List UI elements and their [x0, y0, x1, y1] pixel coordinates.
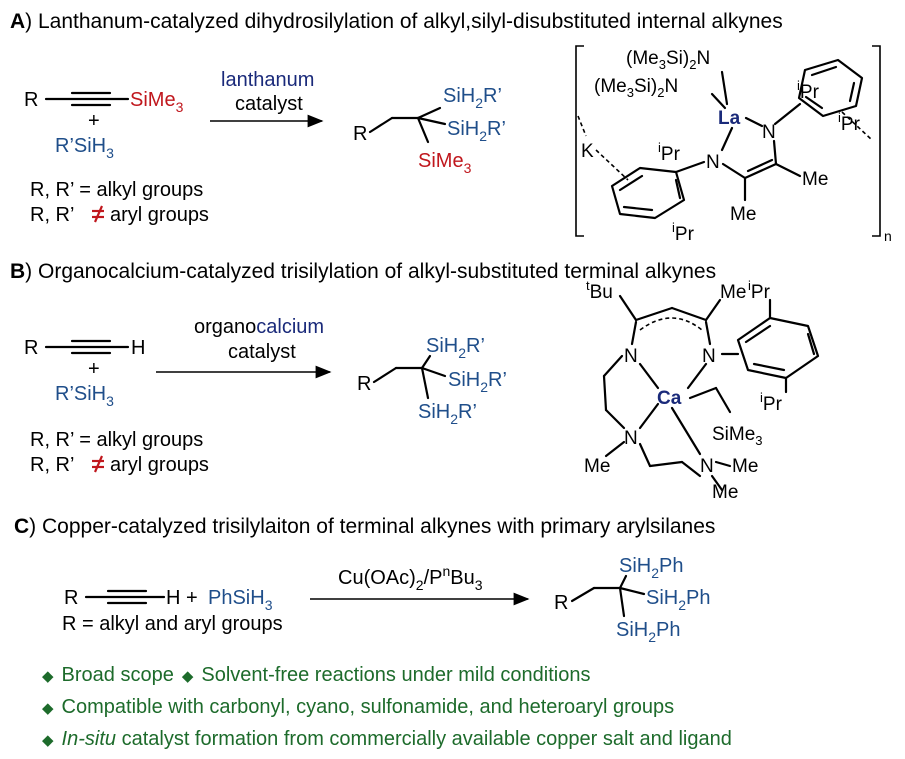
copper-catalyst-label: Cu(OAc)2/PnBu3 — [338, 563, 483, 593]
triple-bond-c — [84, 589, 166, 605]
advantage-1: ◆Broad scope◆Solvent-free reactions unde… — [42, 664, 590, 686]
svg-text:+: + — [88, 358, 100, 380]
advantage-3: ◆In-situ catalyst formation from commerc… — [42, 728, 732, 750]
panel-a-title: A) Lanthanum-catalyzed dihydrosilylation… — [10, 10, 783, 33]
svg-text:SiMe3: SiMe3 — [712, 424, 763, 448]
svg-text:Me: Me — [720, 282, 746, 303]
panel-b-letter: B — [10, 260, 25, 283]
potassium: K — [581, 141, 594, 162]
lanthanum-complex: n (Me3Si)2N (Me3Si)2N La iPr iPr N N — [575, 45, 892, 245]
panel-a: A) Lanthanum-catalyzed dihydrosilylation… — [10, 10, 892, 245]
svg-text:H: H — [131, 337, 145, 359]
amide-ligand-2: (Me3Si)2N — [594, 76, 678, 100]
svg-text:SiH2Ph: SiH2Ph — [619, 555, 684, 581]
svg-text:iPr: iPr — [658, 140, 681, 165]
svg-text:R: R — [24, 337, 38, 359]
svg-text:iPr: iPr — [748, 278, 771, 303]
not-applicable-icon — [92, 205, 104, 223]
bullet-icon: ◆ — [42, 668, 54, 685]
bullet-icon: ◆ — [42, 700, 54, 717]
calcium-center: Ca — [657, 388, 682, 409]
svg-text:R: R — [357, 373, 371, 395]
panel-c-title: C) Copper-catalyzed trisilylaiton of ter… — [14, 515, 715, 538]
panel-a-letter: A — [10, 10, 25, 33]
svg-text:N: N — [762, 122, 776, 143]
svg-text:iPr: iPr — [760, 390, 783, 415]
silane-reagent: R’SiH3 — [55, 135, 114, 161]
svg-text:Me: Me — [712, 482, 738, 503]
svg-text:SiH2Ph: SiH2Ph — [646, 587, 711, 613]
svg-text:R: R — [554, 592, 568, 614]
svg-text:N: N — [702, 346, 716, 367]
advantages-list: ◆Broad scope◆Solvent-free reactions unde… — [42, 664, 732, 750]
bullet-icon: ◆ — [182, 668, 194, 685]
not-applicable-icon-b — [92, 455, 104, 473]
product-silyl-2: SiH2R’ — [447, 118, 506, 144]
product-skeleton — [368, 106, 447, 144]
plus-sign: + — [88, 110, 100, 132]
svg-text:Me: Me — [802, 169, 828, 190]
svg-text:Me: Me — [732, 456, 758, 477]
svg-text:H +: H + — [166, 587, 198, 609]
advantage-2: ◆Compatible with carbonyl, cyano, sulfon… — [42, 696, 674, 718]
calcium-complex: tBu Me iPr N N iPr Ca SiMe3 — [584, 278, 820, 503]
product-silyl-1: SiH2R’ — [443, 85, 502, 111]
catalyst-metal-label: lanthanum — [221, 69, 314, 91]
scope-aryl: R, R’ — [30, 204, 74, 226]
triple-bond — [44, 91, 130, 107]
svg-text:catalyst: catalyst — [228, 341, 296, 363]
svg-text:aryl groups: aryl groups — [110, 454, 209, 476]
svg-text:R = alkyl and aryl groups: R = alkyl and aryl groups — [62, 613, 283, 635]
svg-text:R, R’: R, R’ — [30, 454, 74, 476]
lanthanum-center: La — [718, 108, 741, 129]
svg-text:SiH2R’: SiH2R’ — [418, 401, 477, 427]
svg-text:N: N — [706, 152, 720, 173]
bullet-icon: ◆ — [42, 732, 54, 749]
panel-c: C) Copper-catalyzed trisilylaiton of ter… — [14, 515, 732, 750]
panel-b-title: B) Organocalcium-catalyzed trisilylation… — [10, 260, 716, 283]
panel-b: B) Organocalcium-catalyzed trisilylation… — [10, 260, 820, 503]
oligomer-n: n — [884, 228, 892, 244]
catalyst-label-b: organocalcium — [194, 316, 324, 338]
svg-text:iPr: iPr — [672, 220, 695, 245]
product-r: R — [353, 123, 367, 145]
triple-bond-b — [44, 339, 130, 355]
silane-reagent-b: R’SiH3 — [55, 383, 114, 409]
panel-c-letter: C — [14, 515, 29, 538]
svg-text:R, R’ = alkyl groups: R, R’ = alkyl groups — [30, 429, 203, 451]
svg-text:Me: Me — [730, 204, 756, 225]
svg-text:Me: Me — [584, 456, 610, 477]
svg-text:SiH2Ph: SiH2Ph — [616, 619, 681, 645]
svg-text:R: R — [64, 587, 78, 609]
product-silyl-3: SiMe3 — [418, 150, 472, 176]
alkyne-r: R — [24, 89, 38, 111]
silane-reagent-c: PhSiH3 — [208, 587, 273, 613]
svg-text:N: N — [700, 456, 714, 477]
svg-text:iPr: iPr — [797, 78, 820, 103]
svg-text:SiH2R’: SiH2R’ — [448, 369, 507, 395]
scope-aryl-tail: aryl groups — [110, 204, 209, 226]
svg-text:SiH2R’: SiH2R’ — [426, 335, 485, 361]
catalyst-label: catalyst — [235, 93, 303, 115]
scope-alkyl: R, R’ = alkyl groups — [30, 179, 203, 201]
svg-text:tBu: tBu — [586, 278, 613, 303]
svg-text:N: N — [624, 428, 638, 449]
amide-ligand-1: (Me3Si)2N — [626, 48, 710, 72]
svg-text:iPr: iPr — [838, 110, 861, 135]
svg-text:N: N — [624, 346, 638, 367]
alkyne-silyl: SiMe3 — [130, 89, 184, 115]
